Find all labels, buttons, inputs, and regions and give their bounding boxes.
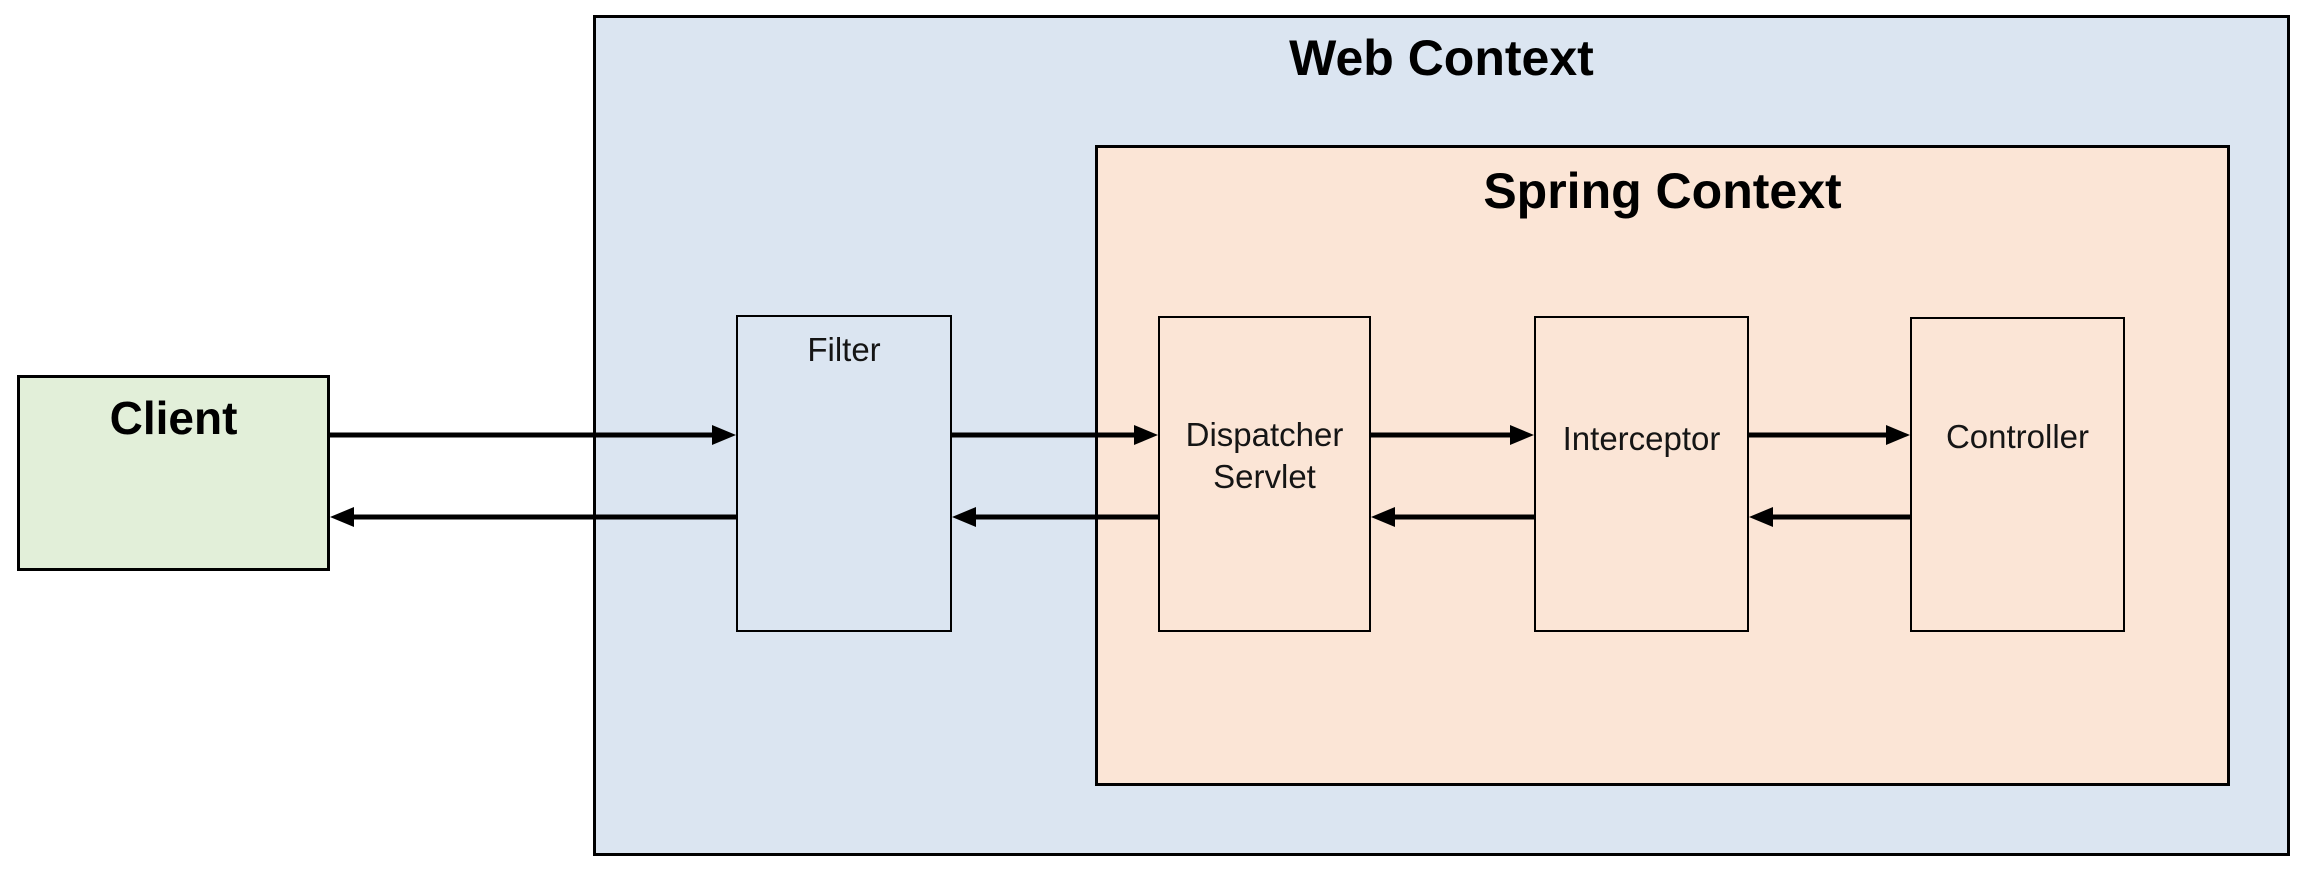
interceptor-node: Interceptor — [1534, 316, 1749, 632]
interceptor-node-label: Interceptor — [1562, 420, 1721, 457]
spring-context-title: Spring Context — [1483, 163, 1842, 219]
client-node-label: Client — [109, 392, 238, 444]
filter-node: Filter — [736, 315, 952, 632]
dispatcher-servlet-label-line2: Servlet — [1213, 458, 1316, 495]
web-context-title: Web Context — [1289, 30, 1594, 86]
controller-node: Controller — [1910, 317, 2125, 632]
controller-node-label: Controller — [1945, 418, 2090, 455]
arrowhead-response-filter-to-client — [330, 507, 354, 527]
dispatcher-servlet-label-line1: Dispatcher — [1185, 416, 1344, 453]
filter-node-label: Filter — [807, 331, 881, 368]
client-node: Client — [17, 375, 330, 571]
